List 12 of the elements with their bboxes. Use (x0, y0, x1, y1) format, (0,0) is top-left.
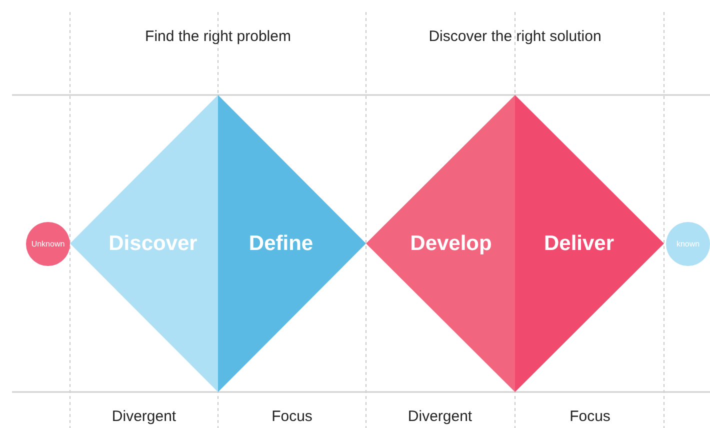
column-caption: Divergent (408, 408, 472, 425)
state-label: Unknown (31, 240, 65, 248)
column-caption: Focus (570, 408, 610, 425)
phase-label: Deliver (544, 232, 614, 256)
phase-label: Define (248, 232, 314, 256)
column-heading: Find the right problem (145, 28, 291, 45)
column-heading: Discover the right solution (428, 28, 602, 45)
phase-label: Discover (108, 232, 198, 256)
column-caption: Focus (272, 408, 312, 425)
phase-label: Develop (410, 232, 492, 256)
column-caption: Divergent (112, 408, 176, 425)
state-label: known (676, 240, 700, 248)
